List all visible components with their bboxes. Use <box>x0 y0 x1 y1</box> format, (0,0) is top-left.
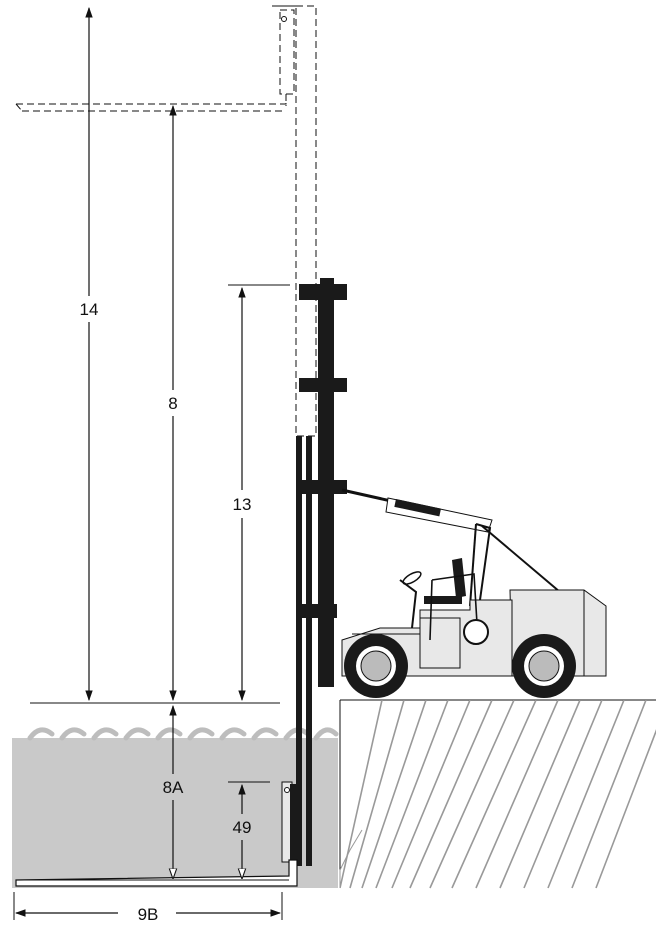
extended-mast-outline <box>15 5 317 437</box>
reference-lines <box>13 284 290 920</box>
tilt-cylinder <box>341 488 493 533</box>
dimension-label-14: 14 <box>80 300 99 319</box>
dimension-label-49: 49 <box>233 818 252 837</box>
forklift-truck <box>341 523 607 698</box>
lowered-mast <box>15 278 347 887</box>
dimension-label-9b: 9B <box>138 905 159 924</box>
dimension-label-13: 13 <box>233 495 252 514</box>
dimension-label-8: 8 <box>168 394 177 413</box>
ground-hatch <box>339 699 656 889</box>
dimension-lines <box>14 6 282 917</box>
dimension-label-8a: 8A <box>163 778 184 797</box>
